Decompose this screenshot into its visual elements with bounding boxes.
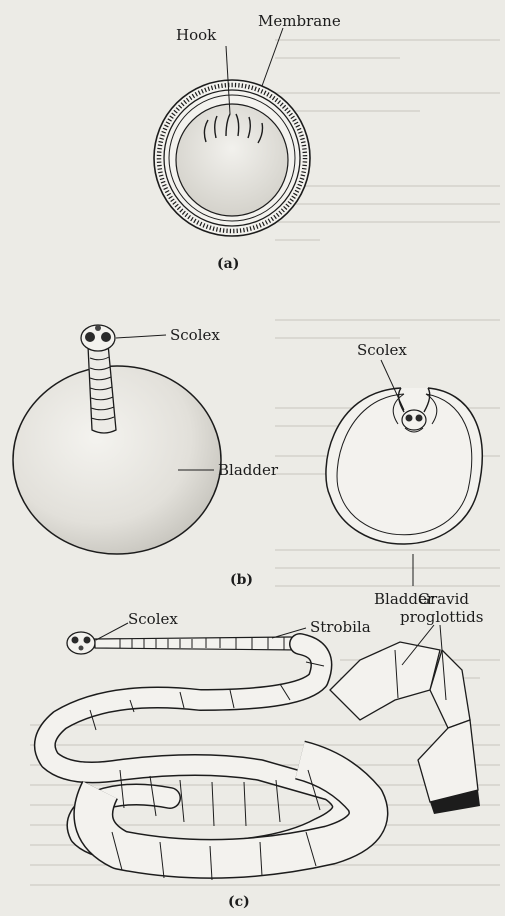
label-scolex-right: Scolex	[357, 341, 407, 359]
label-proglottids: proglottids	[400, 608, 483, 626]
membrane-leader-line	[262, 28, 283, 86]
label-hook: Hook	[176, 26, 217, 44]
scolex-left-leader	[116, 335, 166, 338]
sucker-right-2	[416, 415, 423, 422]
scolex-c-head	[67, 632, 95, 654]
sucker-left-2	[101, 332, 111, 342]
label-bladder-left: Bladder	[218, 461, 279, 479]
sucker-c-2	[84, 637, 91, 644]
strobila-neck	[95, 637, 301, 650]
scolex-right-head	[402, 410, 426, 430]
label-membrane: Membrane	[258, 12, 341, 30]
panel-c-adult-worm: Scolex Strobila Gravid proglottids (c)	[45, 590, 484, 910]
label-scolex-c: Scolex	[128, 610, 178, 628]
caption-a: (a)	[217, 256, 239, 272]
sucker-c-1	[72, 637, 79, 644]
panel-b-left-cysticercus: Scolex Bladder	[13, 325, 279, 554]
label-strobila: Strobila	[310, 618, 371, 636]
rostellum-left	[95, 325, 101, 331]
caption-b: (b)	[230, 572, 253, 588]
panel-a: Hook Membrane (a)	[154, 12, 341, 272]
gravid-proglottid-3	[418, 720, 478, 802]
scolex-c-leader	[96, 623, 128, 640]
sucker-c-3	[79, 646, 84, 651]
label-gravid: Gravid	[418, 590, 469, 608]
caption-c: (c)	[228, 894, 250, 910]
label-scolex-left: Scolex	[170, 326, 220, 344]
sucker-left-1	[85, 332, 95, 342]
gravid-proglottid-1	[330, 642, 440, 720]
sucker-right-1	[406, 415, 413, 422]
bladder-left	[13, 366, 221, 554]
oncosphere	[176, 104, 288, 216]
